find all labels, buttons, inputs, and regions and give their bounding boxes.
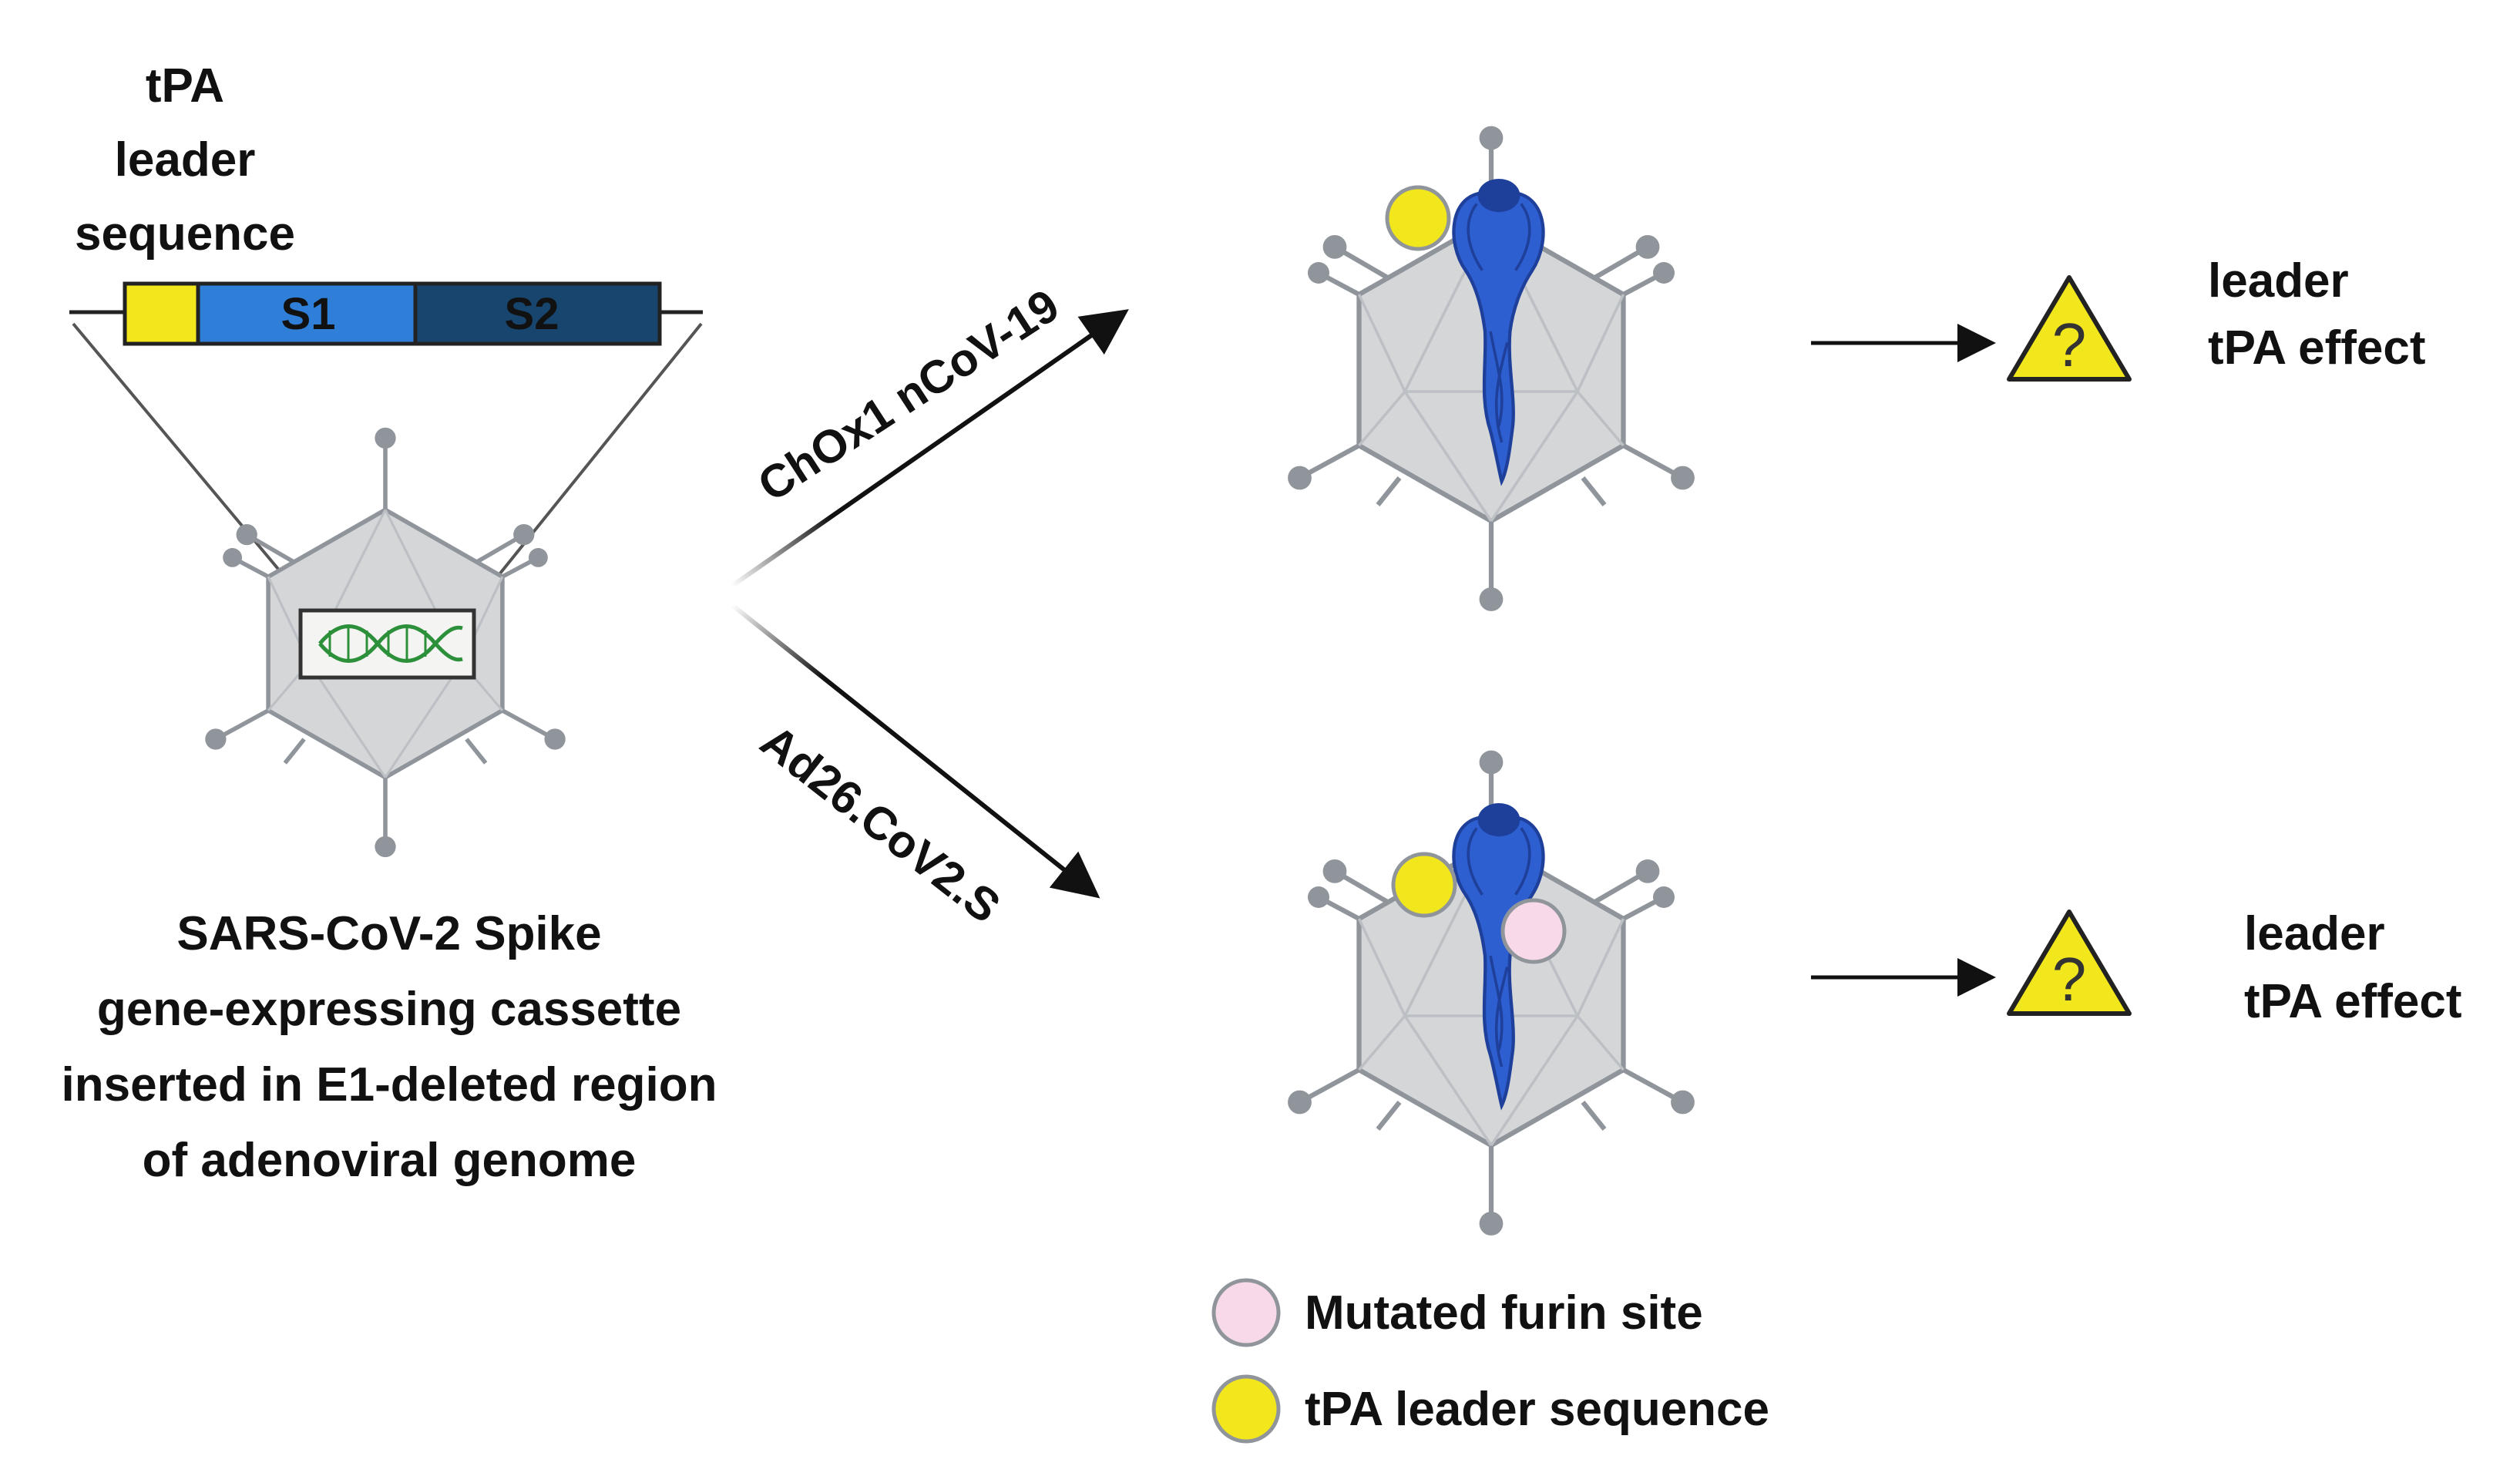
effect-top-line-1: leader	[2208, 254, 2349, 308]
s2-segment	[413, 281, 662, 346]
tpa-leader-marker	[1385, 185, 1451, 251]
ad26-virus	[1288, 751, 1695, 1236]
effect-top-line-2: tPA effect	[2208, 321, 2425, 375]
cassette-description: SARS-CoV-2 Spike gene-expressing cassett…	[62, 907, 717, 1187]
cassette-line-2: gene-expressing cassette	[97, 983, 681, 1036]
tpa-leader-label: tPA leader sequence	[75, 59, 295, 261]
tpa-segment	[123, 281, 200, 346]
branch-arrow-top: ChOx1 nCoV-19	[731, 279, 1129, 588]
s2-label: S2	[505, 289, 559, 339]
spike-gene-cassette: S1 S2	[69, 281, 703, 346]
effect-bottom-line-2: tPA effect	[2244, 975, 2461, 1028]
question-mark: ?	[2052, 945, 2087, 1014]
cassette-line-1: SARS-CoV-2 Spike	[176, 907, 601, 960]
legend-label-furin: Mutated furin site	[1305, 1286, 1703, 1340]
legend-item-tpa: tPA leader sequence	[1211, 1374, 1769, 1444]
s1-label: S1	[281, 289, 336, 339]
branch-arrow-bottom: Ad26.CoV2.S	[731, 603, 1100, 933]
tpa-leader-line-3: sequence	[75, 207, 295, 261]
legend: Mutated furin site tPA leader sequence	[1211, 1278, 1769, 1444]
tpa-leader-marker	[1391, 852, 1457, 918]
cassette-line-3: inserted in E1-deleted region	[62, 1058, 717, 1111]
arrow-right-icon	[731, 309, 1129, 588]
arrow-right-icon	[731, 603, 1100, 899]
furin-site-marker	[1500, 898, 1567, 964]
effect-label-bottom: leader tPA effect	[2244, 907, 2461, 1028]
vaccine-top-label: ChOx1 nCoV-19	[749, 279, 1068, 511]
warning-triangle-icon: ?	[2009, 277, 2129, 379]
adenovirus-vector	[205, 428, 565, 857]
cassette-line-4: of adenoviral genome	[143, 1134, 637, 1187]
tpa-leader-line-1: tPA	[146, 59, 224, 113]
vaccine-bottom-label: Ad26.CoV2.S	[751, 715, 1010, 933]
chox1-virus	[1288, 126, 1695, 611]
legend-item-furin: Mutated furin site	[1211, 1278, 1703, 1347]
legend-swatch-furin	[1211, 1278, 1281, 1347]
question-mark: ?	[2052, 311, 2087, 379]
legend-swatch-tpa	[1211, 1374, 1281, 1444]
warning-triangle-icon: ?	[2009, 912, 2129, 1014]
effect-bottom-line-1: leader	[2244, 907, 2385, 960]
dna-icon	[318, 624, 463, 663]
tpa-leader-line-2: leader	[115, 133, 256, 187]
legend-label-tpa: tPA leader sequence	[1305, 1383, 1769, 1436]
effect-label-top: leader tPA effect	[2208, 254, 2425, 375]
